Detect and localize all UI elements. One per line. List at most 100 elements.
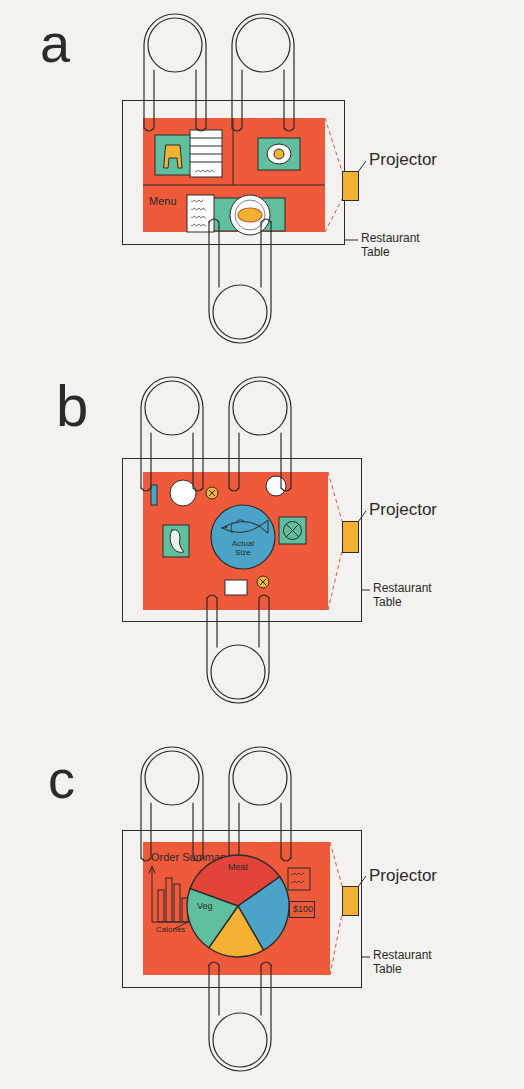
scribble-text: [191, 200, 203, 202]
dish-marker-cross: [209, 490, 215, 496]
napkin: [225, 580, 247, 595]
projection-ray: [328, 551, 342, 610]
pizza-slice-line: [286, 524, 299, 537]
projector: Projector: [342, 171, 359, 201]
leader-line: [358, 511, 366, 522]
calorie-bar: [174, 884, 180, 922]
plate-outline: [210, 504, 276, 570]
list-row: [190, 146, 222, 147]
glass-marker: [151, 485, 157, 505]
item-card: [279, 517, 306, 544]
diner-shoulders: [209, 222, 271, 343]
node-label: Projector: [369, 500, 437, 520]
node-label: Projector: [369, 866, 437, 886]
diner-shoulders: [209, 965, 271, 1071]
panel-letter: a: [40, 14, 70, 73]
dish-marker: [257, 576, 269, 588]
pizza-icon: [284, 522, 302, 540]
plate: [170, 480, 196, 506]
panel-letter: b: [56, 374, 88, 438]
projection-ray: [330, 914, 342, 975]
diner: [141, 377, 203, 491]
projected-image: [143, 472, 328, 610]
diner: [144, 14, 206, 131]
diner: [209, 962, 271, 1071]
plate-circle: [211, 505, 275, 569]
diner-head: [233, 751, 287, 805]
plate: [230, 195, 270, 235]
egg-yolk: [274, 149, 284, 159]
node-label: Projector: [369, 150, 437, 170]
dish: [238, 208, 262, 222]
diner: [141, 747, 203, 861]
diner-arm: [229, 803, 239, 861]
panel-letter: c: [48, 750, 75, 809]
diner: [232, 14, 294, 131]
actual-size-plate: Actual Size: [210, 504, 276, 570]
fish-fin: [236, 520, 244, 522]
diner-head: [213, 1013, 267, 1067]
projector: Projector: [342, 521, 359, 553]
diner-shoulders: [144, 14, 206, 128]
order-summary-area: Order SummaryMeatVeg$100: [144, 843, 331, 976]
scribble-text: [191, 208, 206, 210]
projected-image: [143, 842, 330, 975]
diner-arm: [193, 433, 203, 491]
diner-arm: [141, 433, 151, 491]
scribble-text: [291, 881, 305, 883]
node-label: Meat: [220, 862, 256, 872]
price-box: $100: [289, 901, 315, 918]
scribble-text: [191, 224, 206, 226]
scribble-text: [195, 170, 215, 172]
diner-arm: [281, 433, 291, 491]
diner-shoulders: [232, 14, 294, 128]
node-label: $100: [290, 904, 316, 914]
chair-icon: [164, 145, 182, 168]
node-sublabel: Veg: [197, 901, 221, 911]
restaurant-table: Restaurant TableOrder SummaryMeatVeg$100…: [122, 830, 362, 988]
diner-arm: [141, 803, 151, 861]
leader-line: [358, 876, 366, 887]
diner: [207, 595, 269, 703]
diner-head: [148, 18, 202, 72]
dish-marker-cross: [260, 579, 266, 585]
diner-arm: [259, 595, 269, 647]
diner-arm: [209, 219, 219, 287]
item-card: [258, 138, 300, 170]
fillet-icon: [170, 530, 184, 553]
calorie-bar: [166, 878, 172, 922]
node-label: Actual Size: [226, 539, 260, 557]
diner-arm: [261, 962, 271, 1015]
projection-ray: [330, 842, 342, 886]
diner-head: [145, 751, 199, 805]
fish-tail: [260, 520, 268, 533]
diner-head: [211, 645, 265, 699]
leader-line: [358, 161, 366, 172]
detail-card: [288, 868, 310, 890]
diner: [229, 377, 291, 491]
diner-shoulders: [229, 377, 291, 488]
fish-gill: [231, 523, 232, 533]
menu-list: [187, 195, 214, 232]
item-card: [163, 525, 189, 557]
restaurant-table: Restaurant TableMenuProjector: [122, 100, 345, 245]
leader-line: [362, 590, 370, 591]
projection-ray: [325, 118, 342, 171]
node-label: Restaurant Table: [373, 949, 445, 977]
plate: [267, 144, 291, 164]
node-label: Restaurant Table: [361, 232, 433, 260]
node-label: Menu: [149, 195, 177, 208]
diner-arm: [207, 595, 217, 647]
diner-head: [236, 18, 290, 72]
axis-arrow: [149, 866, 155, 873]
list-row: [190, 138, 222, 139]
node-label: Restaurant Table: [373, 582, 445, 610]
plate: [266, 476, 286, 496]
menu-area: Menu: [144, 186, 326, 233]
list-row: [190, 154, 222, 155]
dish-marker: [206, 487, 218, 499]
scribble-text: [191, 216, 206, 218]
list-panel: [190, 130, 222, 177]
